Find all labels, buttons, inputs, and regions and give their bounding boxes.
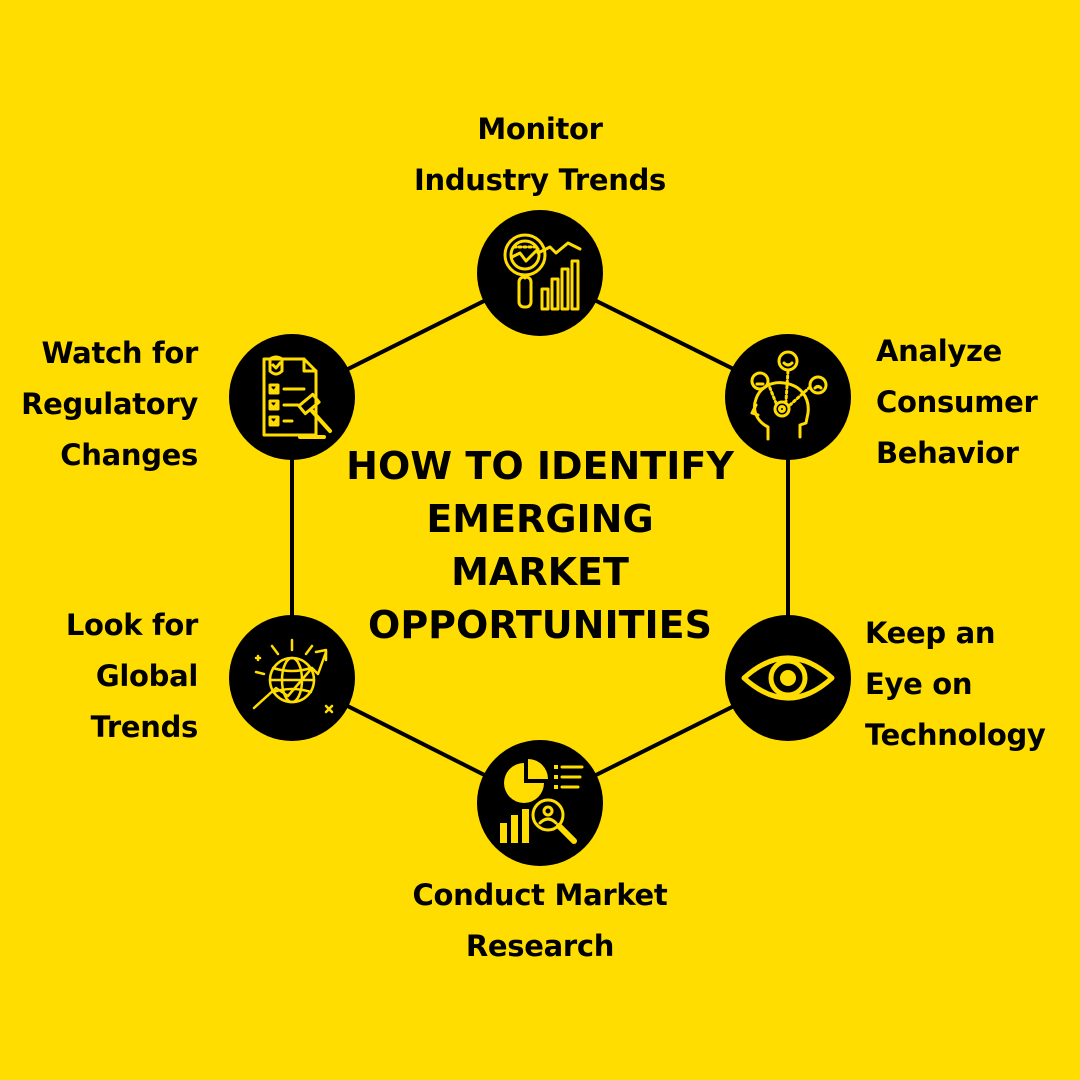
label-line: Look for bbox=[65, 608, 198, 642]
node-global bbox=[229, 615, 355, 741]
label-line: Trends bbox=[90, 710, 199, 744]
label-line: Changes bbox=[60, 438, 198, 472]
label-line: Keep an bbox=[865, 616, 996, 650]
label-global: Look for Global Trends bbox=[30, 600, 198, 753]
label-monitor: Monitor Industry Trends bbox=[350, 104, 730, 206]
label-line: Monitor bbox=[477, 112, 603, 146]
label-line: Research bbox=[465, 929, 615, 963]
node-technology bbox=[725, 615, 851, 741]
label-line: Watch for bbox=[41, 336, 199, 370]
label-line: Conduct Market bbox=[412, 878, 668, 912]
label-line: Behavior bbox=[876, 436, 1019, 470]
node-regulatory bbox=[229, 334, 355, 460]
market-research-icon bbox=[500, 759, 584, 844]
consumer-mind-icon bbox=[750, 350, 828, 441]
label-line: Industry Trends bbox=[414, 163, 666, 197]
label-line: Consumer bbox=[876, 385, 1038, 419]
magnifier-chart-icon bbox=[503, 233, 582, 311]
title-line: MARKET bbox=[451, 550, 629, 594]
label-line: Eye on bbox=[865, 667, 973, 701]
title-line: OPPORTUNITIES bbox=[368, 603, 712, 647]
label-technology: Keep an Eye on Technology bbox=[865, 608, 1046, 761]
label-regulatory: Watch for Regulatory Changes bbox=[20, 328, 198, 481]
title-line: EMERGING bbox=[426, 497, 654, 541]
eye-icon bbox=[741, 655, 835, 701]
label-line: Regulatory bbox=[21, 387, 198, 421]
node-analyze bbox=[725, 334, 851, 460]
node-research bbox=[477, 740, 603, 866]
label-analyze: Analyze Consumer Behavior bbox=[876, 326, 1038, 479]
label-line: Technology bbox=[865, 718, 1046, 752]
global-trend-icon bbox=[252, 638, 334, 714]
regulatory-checklist-icon bbox=[262, 355, 332, 439]
label-line: Global bbox=[95, 659, 198, 693]
center-title: HOW TO IDENTIFY EMERGING MARKET OPPORTUN… bbox=[330, 440, 750, 652]
node-monitor bbox=[477, 210, 603, 336]
label-line: Analyze bbox=[876, 334, 1002, 368]
title-line: HOW TO IDENTIFY bbox=[346, 444, 734, 488]
label-research: Conduct Market Research bbox=[340, 870, 740, 972]
